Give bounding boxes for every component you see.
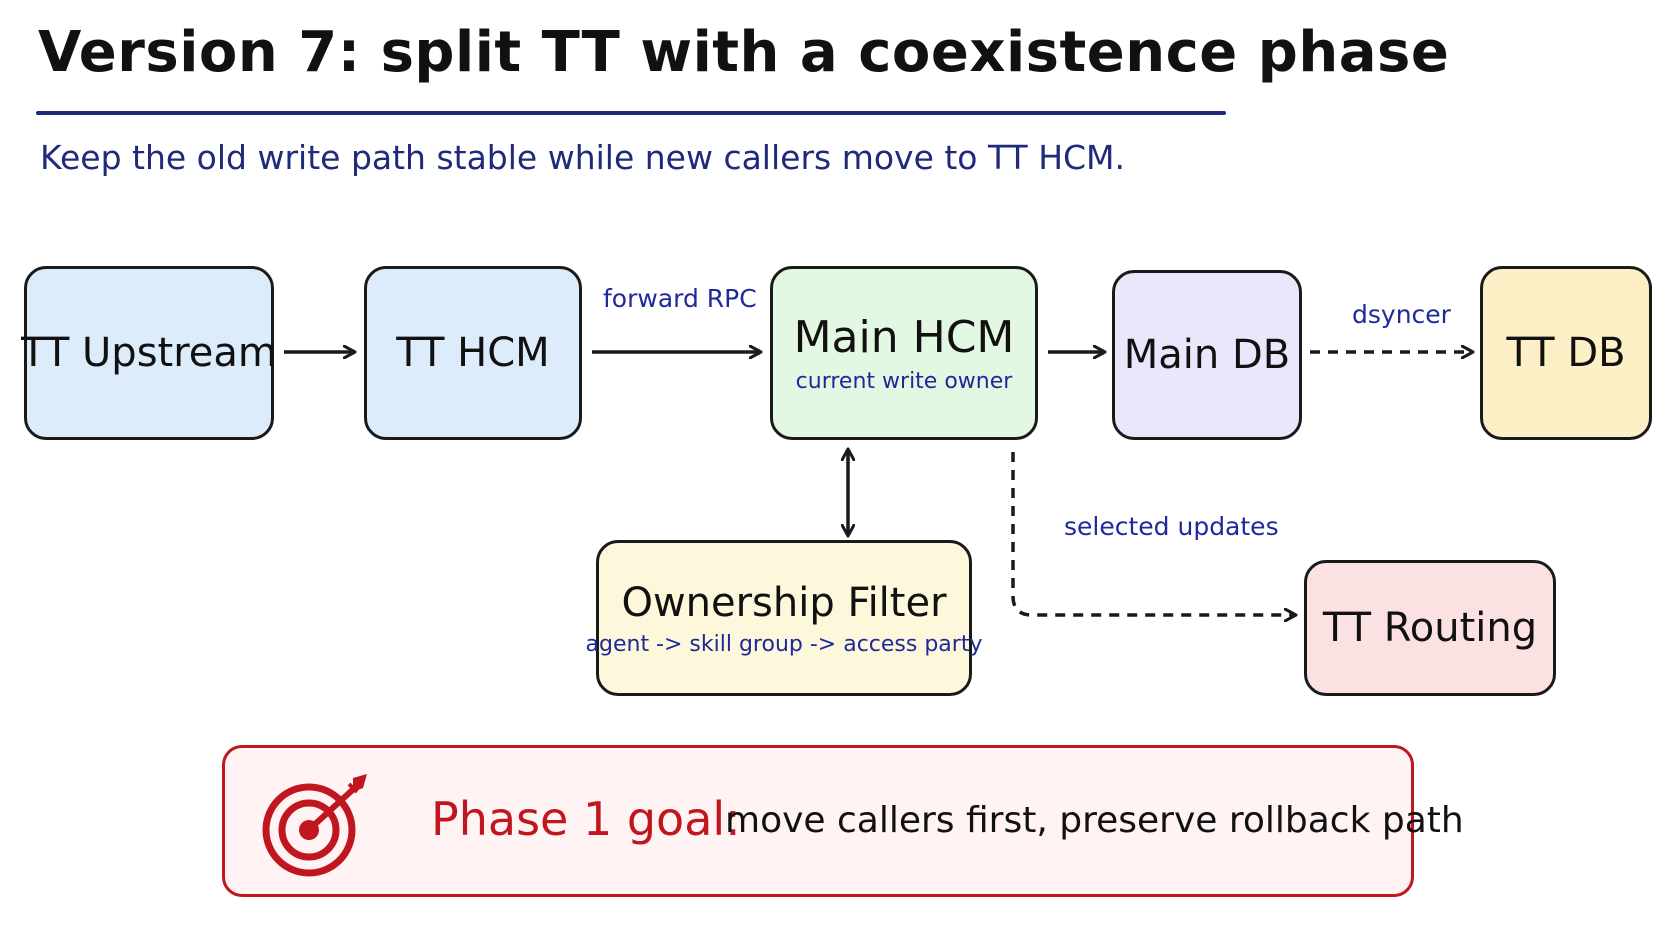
- node-tt-upstream: TT Upstream: [21, 266, 277, 440]
- page-title: Version 7: split TT with a coexistence p…: [38, 20, 1450, 85]
- title-underline: [36, 111, 1226, 115]
- node-label: Ownership Filter: [621, 579, 947, 626]
- node-ownership-filter: Ownership Filter agent -> skill group ->…: [586, 540, 982, 696]
- goal-text: move callers first, preserve rollback pa…: [725, 800, 1464, 841]
- edge-label-forward-rpc: forward RPC: [603, 284, 757, 313]
- edge-label-selected-updates: selected updates: [1064, 512, 1279, 541]
- node-tt-hcm: TT HCM: [364, 266, 582, 440]
- edge-mainhcm-to-ttrouting: [1011, 452, 1295, 615]
- goal-label: Phase 1 goal:: [431, 792, 741, 846]
- node-label: Main HCM: [793, 312, 1015, 363]
- node-label: TT DB: [1506, 330, 1626, 376]
- node-label: TT Routing: [1322, 605, 1538, 651]
- page-subtitle: Keep the old write path stable while new…: [40, 138, 1126, 177]
- node-main-hcm: Main HCM current write owner: [770, 266, 1038, 440]
- node-tt-routing: TT Routing: [1304, 560, 1556, 696]
- node-main-db: Main DB: [1112, 270, 1302, 440]
- target-icon: [262, 774, 367, 877]
- node-sublabel: current write owner: [795, 369, 1013, 394]
- edge-label-dsyncer: dsyncer: [1352, 300, 1451, 329]
- node-sublabel: agent -> skill group -> access party: [585, 631, 983, 657]
- node-tt-db: TT DB: [1480, 266, 1652, 440]
- goal-callout: Phase 1 goal: move callers first, preser…: [222, 745, 1464, 897]
- node-label: TT HCM: [396, 330, 550, 376]
- node-label: TT Upstream: [21, 330, 277, 376]
- node-label: Main DB: [1123, 332, 1291, 378]
